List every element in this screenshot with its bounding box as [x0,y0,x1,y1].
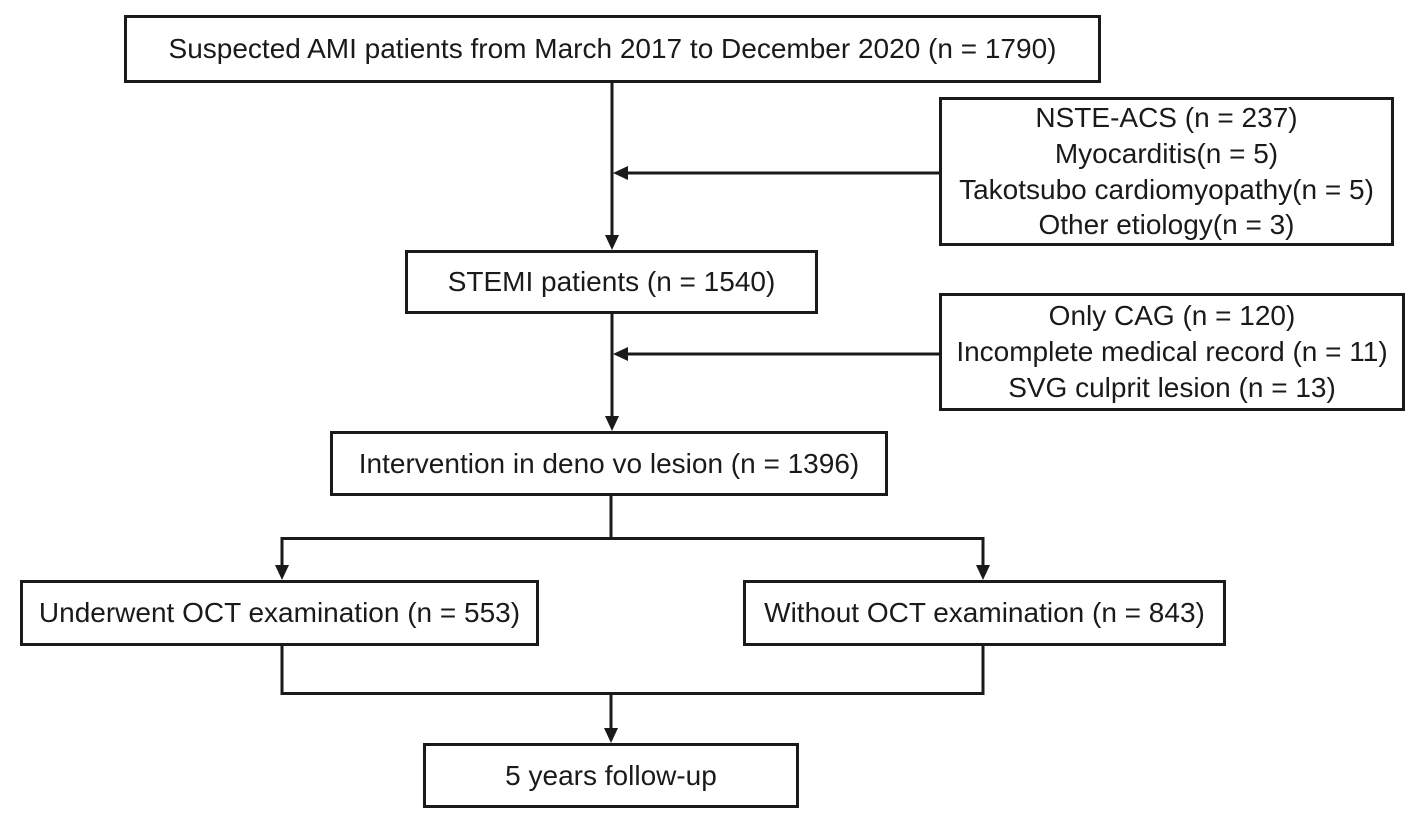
arrowhead-down-stemi [605,235,619,250]
arrowhead-down-intervention [605,416,619,431]
box-exclusion-nste-acs: NSTE-ACS (n = 237) Myocarditis(n = 5) Ta… [939,97,1394,246]
box-five-year-followup-label: 5 years follow-up [505,759,717,791]
exclusion-line: SVG culprit lesion (n = 13) [1008,371,1336,403]
box-intervention-de-novo-label: Intervention in deno vo lesion (n = 1396… [358,447,860,479]
box-suspected-ami-label: Suspected AMI patients from March 2017 t… [168,33,1057,65]
exclusion-line: Only CAG (n = 120) [1048,300,1296,332]
arrowhead-down-oct [275,565,289,580]
box-exclusion-only-cag: Only CAG (n = 120) Incomplete medical re… [939,293,1405,411]
split-bracket [280,537,985,567]
exclusion-line: NSTE-ACS (n = 237) [1035,101,1298,133]
arrowhead-down-followup [604,728,618,743]
exclusion-line: Incomplete medical record (n = 11) [956,336,1388,368]
box-suspected-ami: Suspected AMI patients from March 2017 t… [124,15,1101,83]
box-stemi-patients-label: STEMI patients (n = 1540) [447,266,776,298]
box-underwent-oct: Underwent OCT examination (n = 553) [20,580,539,646]
box-intervention-de-novo: Intervention in deno vo lesion (n = 1396… [330,431,888,496]
box-stemi-patients: STEMI patients (n = 1540) [405,250,818,314]
box-underwent-oct-label: Underwent OCT examination (n = 553) [38,597,521,629]
box-without-oct-label: Without OCT examination (n = 843) [764,597,1205,629]
arrowhead-down-no-oct [976,565,990,580]
box-without-oct: Without OCT examination (n = 843) [743,580,1226,646]
exclusion-line: Myocarditis(n = 5) [1054,137,1279,169]
merge-bracket [280,646,985,695]
exclusion-line: Other etiology(n = 3) [1038,209,1295,241]
box-five-year-followup: 5 years follow-up [423,743,799,808]
arrowhead-left-exclusion2 [613,347,628,361]
exclusion-line: Takotsubo cardiomyopathy(n = 5) [959,173,1374,205]
arrowhead-left-exclusion1 [613,166,628,180]
